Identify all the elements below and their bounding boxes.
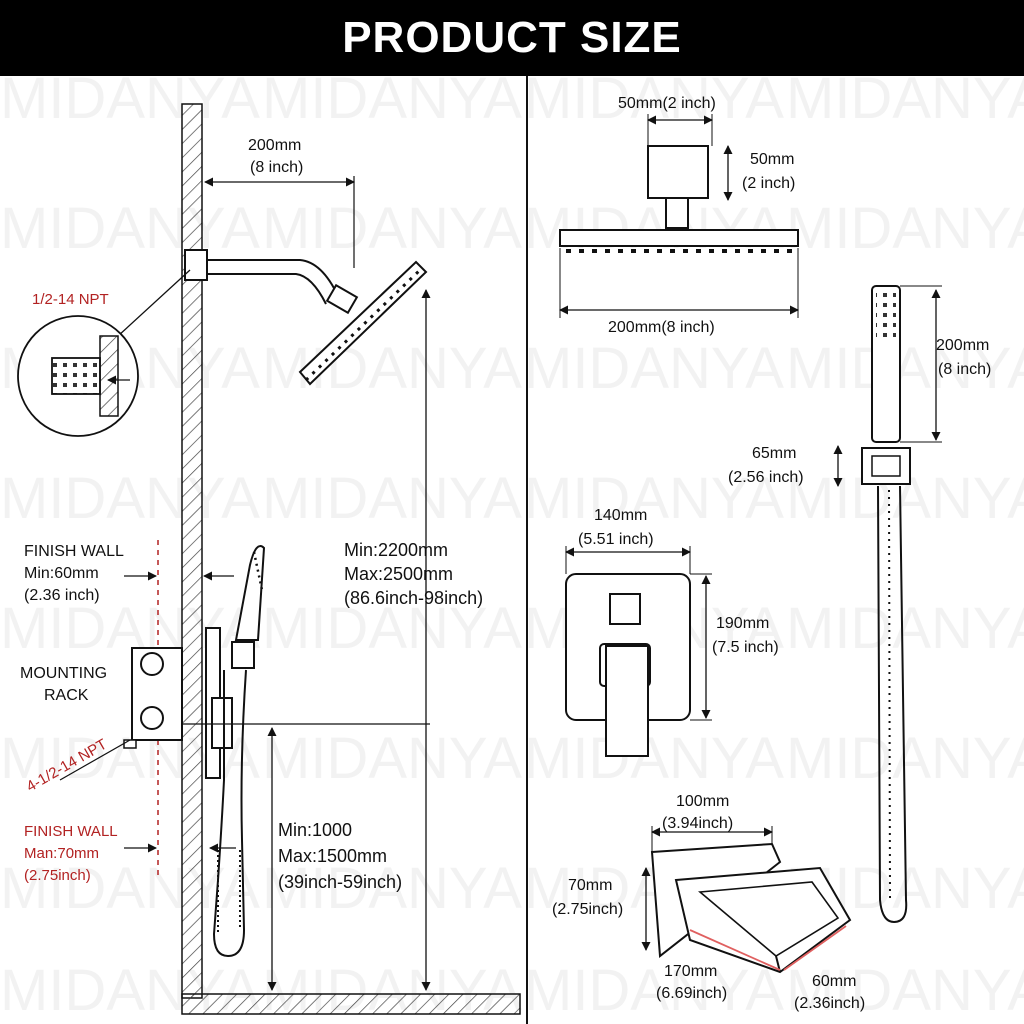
svg-text:MIDANYA: MIDANYA [0, 76, 260, 131]
svg-text:RACK: RACK [44, 687, 89, 704]
spout-plate-width-dimension: 100mm (3.94inch) [651, 793, 773, 852]
holder-height-dimension: 65mm (2.56 inch) [728, 445, 843, 487]
svg-text:MIDANYA: MIDANYA [786, 196, 1024, 261]
svg-text:50mm: 50mm [750, 151, 794, 168]
svg-text:(3.94inch): (3.94inch) [662, 815, 733, 832]
svg-text:MIDANYA: MIDANYA [262, 596, 522, 661]
spout-length-dimension: 170mm (6.69inch) [656, 929, 781, 1002]
svg-text:(86.6inch-98inch): (86.6inch-98inch) [344, 588, 483, 608]
arm-length-dimension: 200mm (8 inch) [204, 137, 355, 268]
svg-text:(2.56 inch): (2.56 inch) [728, 469, 804, 486]
svg-text:MOUNTING: MOUNTING [20, 665, 107, 682]
svg-text:Man:70mm: Man:70mm [24, 845, 99, 862]
finish-wall-bottom: FINISH WALL Man:70mm (2.75inch) [24, 823, 236, 884]
svg-text:MIDANYA: MIDANYA [0, 466, 260, 531]
hand-shower [231, 545, 266, 669]
svg-text:170mm: 170mm [664, 963, 717, 980]
svg-text:Max:2500mm: Max:2500mm [344, 564, 453, 584]
shower-head-width-dimension: 200mm(8 inch) [559, 248, 799, 336]
spout-height-dimension: 70mm (2.75inch) [552, 867, 651, 951]
svg-text:MIDANYA: MIDANYA [262, 856, 522, 921]
title-banner: PRODUCT SIZE [0, 0, 1024, 76]
svg-text:MIDANYA: MIDANYA [524, 726, 784, 791]
svg-text:MIDANYA: MIDANYA [524, 466, 784, 531]
page-title: PRODUCT SIZE [342, 13, 682, 62]
head-height-dimension: Min:2200mm Max:2500mm (86.6inch-98inch) [344, 289, 483, 991]
svg-text:MIDANYA: MIDANYA [786, 596, 1024, 661]
svg-text:60mm: 60mm [812, 973, 856, 990]
tub-spout [650, 842, 852, 974]
svg-text:(39inch-59inch): (39inch-59inch) [278, 872, 402, 892]
svg-text:65mm: 65mm [752, 445, 796, 462]
watermark: MIDANYA MIDANYA MIDANYA MIDANYA MIDANYA … [0, 76, 1024, 1023]
diverter-trim [205, 627, 233, 779]
svg-text:(2.75inch): (2.75inch) [552, 901, 623, 918]
svg-text:1/2-14 NPT: 1/2-14 NPT [32, 291, 109, 308]
svg-text:190mm: 190mm [716, 615, 769, 632]
svg-text:70mm: 70mm [568, 877, 612, 894]
svg-text:MIDANYA: MIDANYA [524, 196, 784, 261]
svg-text:MIDANYA: MIDANYA [0, 856, 260, 921]
svg-text:MIDANYA: MIDANYA [0, 196, 260, 261]
svg-text:MIDANYA: MIDANYA [786, 336, 1024, 401]
svg-text:(2 inch): (2 inch) [742, 175, 795, 192]
svg-text:MIDANYA: MIDANYA [262, 336, 522, 401]
rain-shower-head [298, 260, 428, 386]
svg-text:(2.36inch): (2.36inch) [794, 995, 865, 1012]
hose [212, 669, 247, 958]
svg-text:(2.75inch): (2.75inch) [24, 867, 91, 884]
svg-text:MIDANYA: MIDANYA [524, 958, 784, 1023]
svg-text:(7.5 inch): (7.5 inch) [712, 639, 779, 656]
svg-text:Min:1000: Min:1000 [278, 820, 352, 840]
svg-text:140mm: 140mm [594, 507, 647, 524]
svg-text:MIDANYA: MIDANYA [0, 596, 260, 661]
square-shower-head [559, 145, 799, 253]
svg-text:(8 inch): (8 inch) [938, 361, 991, 378]
svg-text:(8 inch): (8 inch) [250, 159, 303, 176]
hand-shower-length-dimension: 200mm (8 inch) [900, 285, 991, 443]
spout-opening-dimension: 60mm (2.36inch) [783, 925, 865, 1012]
mounting-rack-valve: MOUNTING RACK [20, 647, 183, 749]
svg-text:Min:60mm: Min:60mm [24, 565, 99, 582]
valve-trim-plate [565, 573, 691, 757]
valve-plate-width-dimension: 140mm (5.51 inch) [565, 507, 691, 574]
valve-height-dimension: Min:1000 Max:1500mm (39inch-59inch) [182, 723, 430, 991]
svg-text:MIDANYA: MIDANYA [262, 726, 522, 791]
product-size-diagram: MIDANYA MIDANYA MIDANYA MIDANYA MIDANYA … [0, 76, 1024, 1024]
svg-text:200mm: 200mm [936, 337, 989, 354]
svg-text:MIDANYA: MIDANYA [786, 958, 1024, 1023]
svg-text:(2.36 inch): (2.36 inch) [24, 587, 100, 604]
svg-text:Max:1500mm: Max:1500mm [278, 846, 387, 866]
valve-plate-height-dimension: 190mm (7.5 inch) [690, 573, 779, 721]
svg-text:200mm(8 inch): 200mm(8 inch) [608, 319, 715, 336]
handheld-shower [861, 285, 911, 485]
npt-detail-callout: 1/2-14 NPT [17, 269, 191, 437]
svg-text:MIDANYA: MIDANYA [262, 466, 522, 531]
shower-hose [877, 485, 908, 924]
wall [181, 103, 521, 1015]
svg-text:(6.69inch): (6.69inch) [656, 985, 727, 1002]
svg-text:100mm: 100mm [676, 793, 729, 810]
svg-text:50mm(2 inch): 50mm(2 inch) [618, 95, 716, 112]
svg-text:FINISH WALL: FINISH WALL [24, 823, 118, 840]
svg-text:Min:2200mm: Min:2200mm [344, 540, 448, 560]
svg-text:200mm: 200mm [248, 137, 301, 154]
svg-text:MIDANYA: MIDANYA [786, 76, 1024, 131]
svg-text:MIDANYA: MIDANYA [262, 76, 522, 131]
svg-text:FINISH WALL: FINISH WALL [24, 543, 124, 560]
svg-text:MIDANYA: MIDANYA [524, 336, 784, 401]
svg-text:MIDANYA: MIDANYA [262, 196, 522, 261]
shower-flange-dimension: 50mm(2 inch) 50mm (2 inch) [618, 95, 795, 201]
svg-text:(5.51 inch): (5.51 inch) [578, 531, 654, 548]
